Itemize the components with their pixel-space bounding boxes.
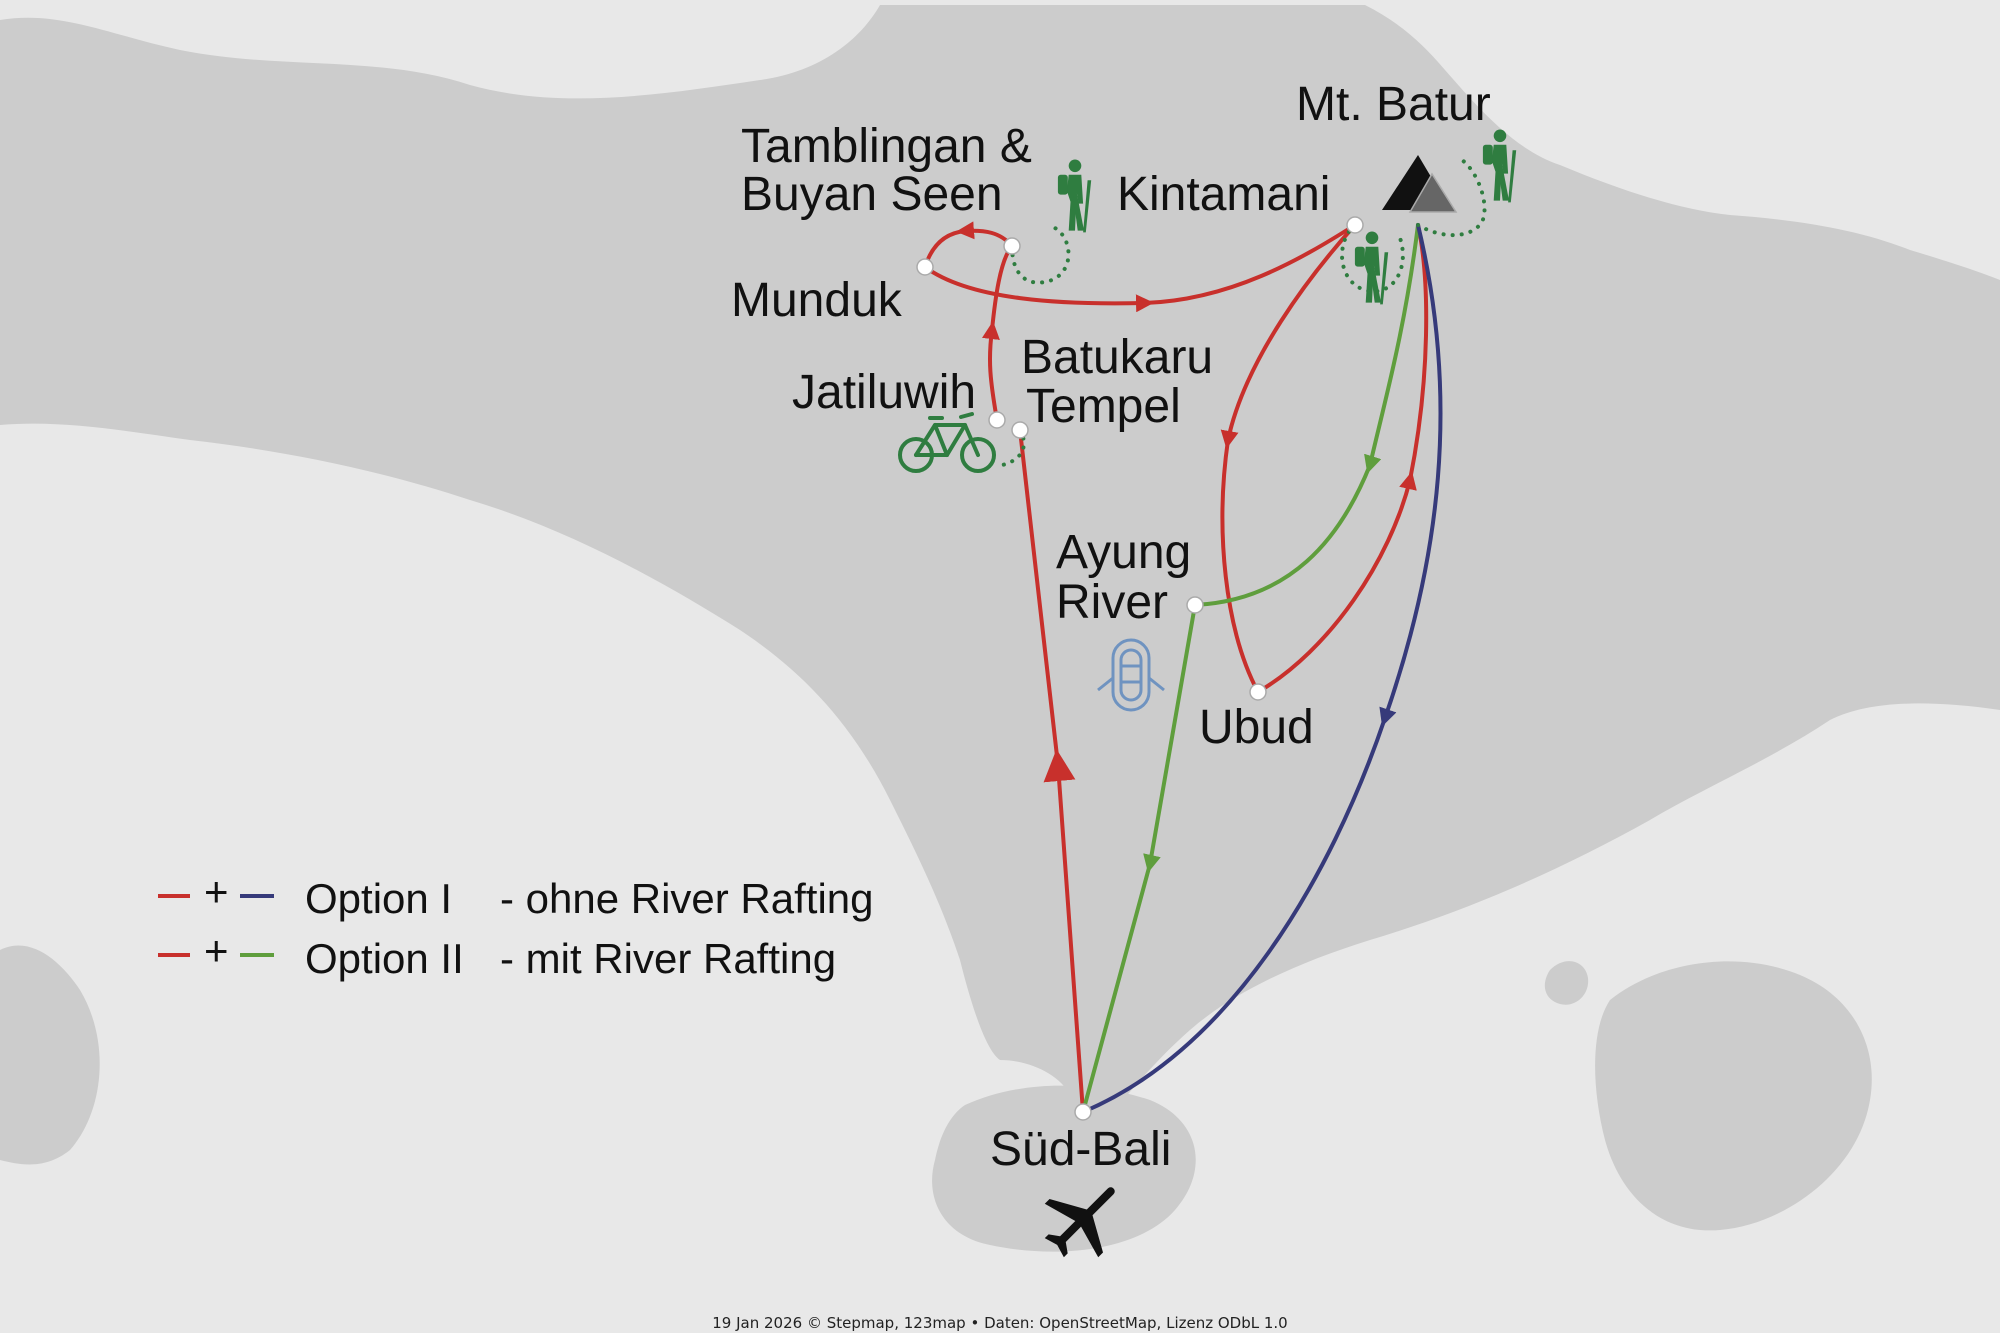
legend-option-label: Option I (305, 875, 452, 922)
bali-island (0, 5, 2000, 1124)
stop-munduk (916, 258, 934, 276)
stop-jatiluwih (988, 411, 1006, 429)
trail-batukaru (996, 428, 1026, 468)
label-sued-bali: Süd-Bali (990, 1123, 1171, 1176)
legend: + Option I - ohne River Rafting + Option… (158, 868, 874, 982)
route-green-ayung-to-sued (1081, 603, 1197, 1114)
label-buyan-seen: Buyan Seen (741, 168, 1003, 221)
java-coast (0, 945, 100, 1165)
legend-option-description: - ohne River Rafting (500, 875, 874, 922)
route-red-sued-to-batukaru (1018, 428, 1085, 1114)
hiking-trails (996, 158, 1487, 468)
route-red-kintamani-to-ubud (1220, 223, 1357, 694)
place-labels: Mt. Batur Tamblingan & Buyan Seen Kintam… (731, 78, 1491, 1176)
stop-batukaru (1011, 421, 1029, 439)
legend-option-description: - mit River Rafting (500, 935, 836, 982)
label-ubud: Ubud (1199, 701, 1314, 754)
label-munduk: Munduk (731, 274, 903, 327)
stop-ayung (1186, 596, 1204, 614)
stop-ubud (1249, 683, 1267, 701)
raft-icon (1097, 638, 1165, 712)
mountain-icon (1382, 155, 1458, 213)
trail-batur (1416, 158, 1487, 238)
bicycle-icon (898, 412, 996, 473)
route-red-jatiluwih-to-tamblingan (982, 244, 1014, 422)
stop-sued-bali (1074, 1103, 1092, 1121)
stop-kintamani (1346, 216, 1364, 234)
nusa-penida (1595, 961, 1872, 1231)
label-tempel: Tempel (1026, 380, 1181, 433)
label-tamblingan: Tamblingan & (741, 120, 1032, 173)
legend-plus: + (204, 868, 229, 915)
route-red-munduk-to-kintamani (923, 223, 1357, 313)
route-green-batur-to-ayung (1193, 223, 1420, 607)
routes (923, 221, 1443, 1114)
map-credit: 19 Jan 2026 © Stepmap, 123map • Daten: O… (712, 1314, 1287, 1332)
stops (916, 216, 1364, 1121)
label-kintamani: Kintamani (1117, 168, 1330, 221)
label-river: River (1056, 576, 1168, 629)
label-ayung: Ayung (1056, 526, 1191, 579)
label-batukaru: Batukaru (1021, 331, 1213, 384)
route-blue-batur-to-sued (1081, 223, 1443, 1114)
legend-option-label: Option II (305, 935, 464, 982)
legend-item-option-2: + Option II - mit River Rafting (158, 927, 836, 982)
stop-tamblingan (1003, 237, 1021, 255)
label-jatiluwih: Jatiluwih (792, 366, 976, 419)
label-mt-batur: Mt. Batur (1296, 78, 1491, 131)
nusa-lembongan (1544, 961, 1589, 1005)
trail-tamblingan (1010, 226, 1071, 285)
legend-item-option-1: + Option I - ohne River Rafting (158, 868, 874, 922)
bukit-peninsula (932, 1085, 1196, 1252)
land (0, 5, 2000, 1252)
route-red-tamblingan-to-munduk (923, 221, 1014, 269)
airplane-icon (1044, 1187, 1115, 1258)
route-red-ubud-to-batur (1256, 223, 1429, 694)
legend-plus: + (204, 927, 229, 974)
